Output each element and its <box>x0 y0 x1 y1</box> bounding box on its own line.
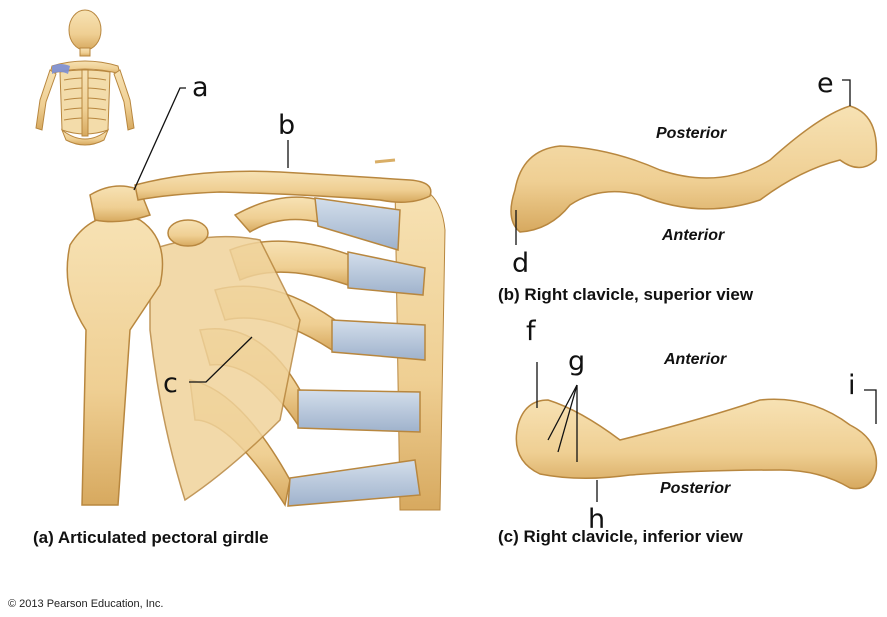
copyright-credit: © 2013 Pearson Education, Inc. <box>8 598 164 610</box>
label-f: f <box>526 316 536 347</box>
leader-lines-panel-a <box>133 87 289 383</box>
label-b: b <box>278 110 296 141</box>
skeleton-thumbnail <box>35 9 135 146</box>
pectoral-girdle-illustration <box>66 158 446 511</box>
label-h: h <box>588 504 606 535</box>
direction-anterior-c: Anterior <box>664 351 727 368</box>
direction-posterior-b: Posterior <box>656 125 727 142</box>
label-a: a <box>192 72 209 103</box>
leader-lines-panel-b <box>515 79 851 245</box>
label-c: c <box>163 368 178 399</box>
label-i: i <box>848 370 856 401</box>
caption-panel-a: (a) Articulated pectoral girdle <box>33 528 269 547</box>
leader-lines-panel-c <box>536 362 877 502</box>
label-g: g <box>568 346 586 377</box>
caption-panel-b: (b) Right clavicle, superior view <box>498 285 754 304</box>
direction-anterior-b: Anterior <box>662 227 725 244</box>
skeleton-highlight-clavicle <box>52 64 70 74</box>
label-d: d <box>512 248 530 279</box>
clavicle-inferior-view <box>515 398 878 490</box>
clavicle-superior-view <box>510 105 878 233</box>
label-e: e <box>817 68 834 99</box>
caption-panel-c: (c) Right clavicle, inferior view <box>498 527 743 546</box>
direction-posterior-c: Posterior <box>660 480 731 497</box>
